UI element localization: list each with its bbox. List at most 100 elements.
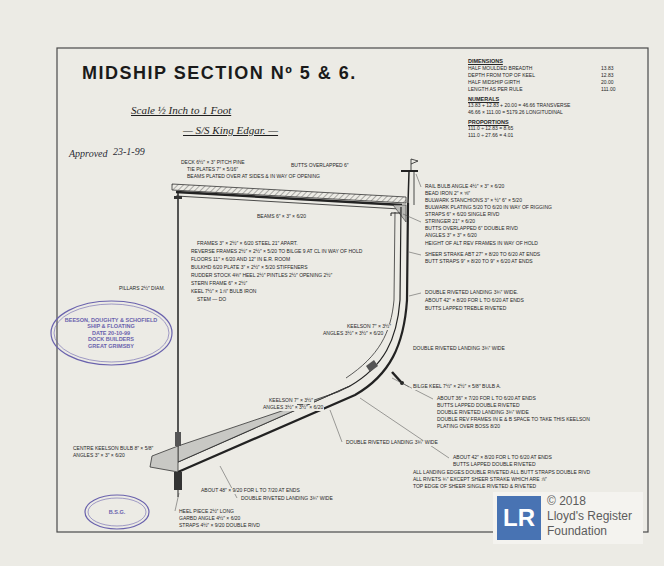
scantling-note: DOUBLE RIVETED LANDING 3¾″ WIDE <box>412 346 506 352</box>
scantling-note: KEELSON 7″ × 3½″ <box>346 324 392 330</box>
scantling-note: ANGLES 3″ × 3″ × 6/20 <box>424 233 478 239</box>
scantling-note: BULKHD 6/20 PLATE 3″ × 2½″ × 5/20 STIFFE… <box>190 265 309 271</box>
deck-beam <box>176 192 402 205</box>
proportion-cell: 111.0 ÷ 27.66 = 4.01 <box>467 133 514 139</box>
dimension-value: 111.00 <box>600 87 617 93</box>
dimension-cell: LENGTH AS PER RULE <box>467 87 523 93</box>
table-heading: DIMENSIONS <box>467 58 504 64</box>
scantling-note: ABOUT 42″ × 8/20 FOR L TO 6/20 AT ENDS <box>424 298 525 304</box>
scantling-note: BUTTS LAPPED DOUBLE RIVETED <box>452 462 537 468</box>
stamp-body: BEESON, DOUGHTY & SCHOFIELDSHIP & FLOATI… <box>50 300 173 366</box>
stamp-text: B.S.G. <box>109 509 126 516</box>
approval-note: Approved <box>68 148 109 159</box>
bulwark-plating <box>408 172 409 203</box>
scantling-note: PLATING OVER BOSS 8/20 <box>436 424 501 430</box>
numeral-cell: 46.66 × 111.00 = 5179.26 LONGITUDINAL <box>467 110 564 116</box>
scantling-note: ALL LANDING EDGES DOUBLE RIVETED ALL BUT… <box>412 470 591 476</box>
scantling-note: DOUBLE REV FRAMES IN E & B SPACE TO TAKE… <box>436 417 591 423</box>
scantling-note: BILGE KEEL 7½″ × 2½″ × 5/8″ BULB A. <box>412 384 502 390</box>
scantling-note: BULWARK STANCHIONS 3″ × ½″ 6″ × 5/20 <box>424 198 523 204</box>
scantling-note: CENTRE KEELSON BULB 8″ × 5/8″ <box>72 446 154 452</box>
stamp-ring <box>54 304 169 362</box>
scantling-note: ANGLES 3½″ × 3½″ × 6/20 <box>322 331 384 337</box>
scantling-note: ALL RIVETS ¾″ EXCEPT SHEER STRAKE WHICH … <box>412 477 548 483</box>
table-heading: PROPORTIONS <box>467 119 510 125</box>
scale-note: Scale ½ Inch to 1 Foot <box>130 104 232 116</box>
leader-lines <box>175 174 449 511</box>
scantling-note: SHEER STRAKE ABT 27″ × 8/20 TO 6/20 AT E… <box>424 252 541 258</box>
scantling-note: BUTTS OVERLAPPED 6″ <box>290 163 350 169</box>
ship-name: — S/S King Edgar. — <box>182 124 279 136</box>
scantling-note: STEM — DO <box>196 297 227 303</box>
stamp-text: SHIP & FLOATING <box>87 323 134 330</box>
builder-stamp: BEESON, DOUGHTY & SCHOFIELDSHIP & FLOATI… <box>50 300 173 366</box>
scantling-note: RUDDER STOCK 4⅜″ HEEL 2½″ PINTLES 2½″ OP… <box>190 273 333 279</box>
foundation-logo: LR <box>497 496 541 540</box>
scantling-note: BUTTS LAPPED DOUBLE RIVETED <box>436 403 521 409</box>
stamp-text: DATE 20-10-99 <box>92 330 130 337</box>
scantling-note: DOUBLE RIVETED LANDING 3¾″ WIDE <box>436 410 530 416</box>
stamp-ring <box>88 498 146 526</box>
keel-bar <box>174 472 182 490</box>
scantling-note: STRINGER 21″ × 6/20 <box>424 219 476 225</box>
table-heading: NUMERALS <box>467 96 500 102</box>
scantling-note: FLOORS 11″ × 6/20 AND 12″ IN E.R. ROOM <box>190 257 291 263</box>
scantling-note: BEAMS PLATED OVER AT SIDES & IN WAY OF O… <box>186 174 321 180</box>
side-keelson <box>366 360 378 372</box>
pillar-head <box>174 196 182 199</box>
stamp-ring <box>85 495 149 529</box>
stamp-text: GREAT GRIMSBY <box>88 343 134 350</box>
scantling-note: TIE PLATES 7″ × 5/16″ <box>186 167 239 173</box>
scantling-note: GARBD ANGLE 4½″ × 6/20 <box>178 516 241 522</box>
scantling-note: BEAD IRON 2″ × ⅝″ <box>424 191 471 197</box>
proportion-cell: 111.0 ÷ 12.83 = 8.65 <box>467 126 514 132</box>
scantling-note: DOUBLE RIVETED LANDING 3¾″ WIDE <box>345 440 439 446</box>
scantling-note: TOP EDGE OF SHEER SINGLE RIVETED & RIVET… <box>412 484 537 490</box>
scantling-note: ABOUT 36″ × 7/20 FOR L TO 6/20 AT ENDS <box>436 396 537 402</box>
stamp-body: B.S.G. <box>84 494 150 530</box>
dimension-value: 12.83 <box>600 73 615 79</box>
scantling-note: BUTTS LAPPED TREBLE RIVETED <box>424 306 507 312</box>
scantling-note: ABOUT 42″ × 8/20 FOR L TO 6/20 AT ENDS <box>452 455 553 461</box>
dimension-cell: HALF MIDSHIP GIRTH <box>467 80 521 86</box>
scantling-note: STRAPS 4½″ × 9/20 DOUBLE RIVD <box>178 523 261 529</box>
foundation-name: Foundation <box>546 524 608 538</box>
drawing-title: MIDSHIP SECTION Nº 5 & 6. <box>82 64 357 84</box>
shell-plating <box>178 203 408 472</box>
scantling-note: ANGLES 3″ × 3″ × 6/20 <box>72 453 126 459</box>
stamp-text: BEESON, DOUGHTY & SCHOFIELD <box>65 317 158 324</box>
scantling-note: BEAMS 6″ × 3″ × 6/20 <box>256 214 307 220</box>
scantling-note: FRAMES 3″ × 2½″ × 6/20 STEEL 21″ APART. <box>196 241 299 247</box>
scantling-note: KEEL 7½″ × 1⅞″ BULB IRON <box>190 289 257 295</box>
scantling-note: STERN FRAME 6″ × 2½″ <box>190 281 248 287</box>
copyright: © 2018 <box>546 494 587 508</box>
dimension-cell: DEPTH FROM TOP OF KEEL <box>467 73 536 79</box>
scantling-note: BULWARK PLATING 5/20 TO 6/20 IN WAY OF R… <box>424 205 553 211</box>
surveyor-stamp: B.S.G. <box>84 494 150 530</box>
scantling-note: DOUBLE RIVETED LANDING 3¾″ WIDE. <box>424 290 519 296</box>
reverse-frame <box>346 212 395 378</box>
pillar <box>177 192 179 432</box>
dimension-cell: HALF MOULDED BREADTH <box>467 66 533 72</box>
dimension-value: 20.00 <box>600 80 615 86</box>
scantling-note: REVERSE FRAMES 2½″ × 2½″ × 5/20 TO BILGE… <box>190 249 363 255</box>
bulwark-stanchion <box>414 171 415 205</box>
stamp-ring <box>51 301 172 365</box>
logo-patch <box>493 492 643 544</box>
scantling-note: BUTTS OVERLAPPED 6″ DOUBLE RIVD <box>424 226 519 232</box>
scantling-note: DECK 6½″ × 3″ PITCH PINE <box>180 160 246 166</box>
logo-mark: LR <box>503 504 535 533</box>
frame <box>178 207 401 462</box>
rail-angle <box>401 170 418 172</box>
stringer-angle <box>391 213 400 216</box>
floor-plate <box>178 386 350 462</box>
dimension-value: 13.83 <box>600 66 615 72</box>
scantling-note: HEEL PIECE 2½″ LONG <box>178 509 235 515</box>
stamp-text: DOCK BUILDERS <box>88 336 134 343</box>
scantling-note: PILLARS 2½″ DIAM. <box>118 286 166 292</box>
stamp-body: LR <box>497 496 541 540</box>
beam-flange <box>176 196 400 209</box>
rail-post <box>411 159 418 171</box>
